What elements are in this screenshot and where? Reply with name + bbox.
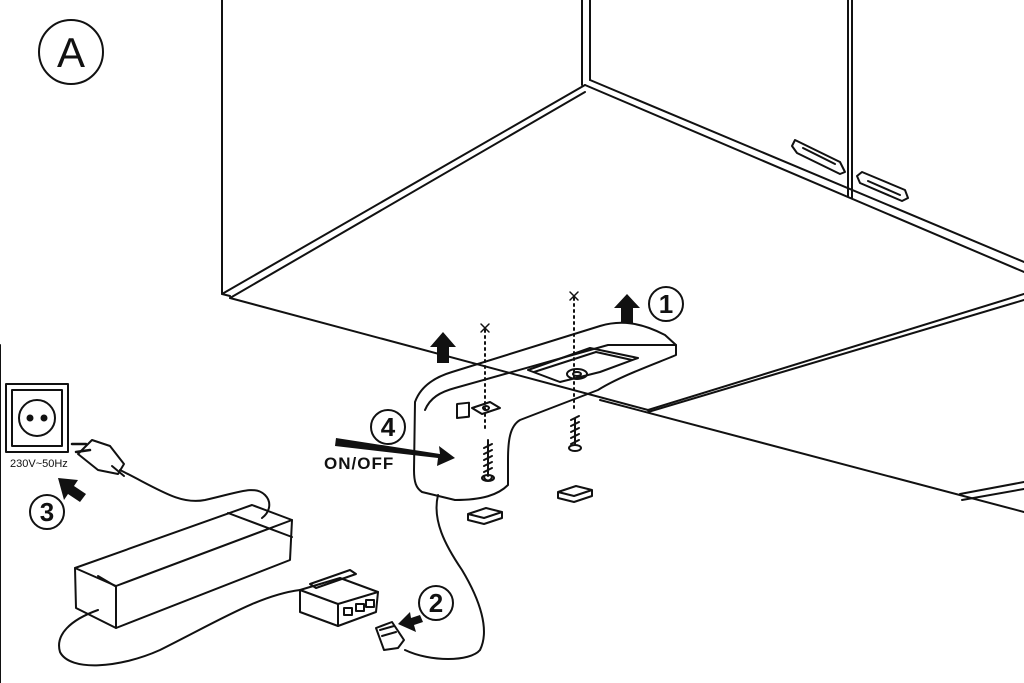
panel-letter: A bbox=[57, 29, 85, 76]
step-4-number: 4 bbox=[381, 412, 396, 442]
connector-plug bbox=[375, 621, 405, 651]
fixture-cable bbox=[404, 494, 485, 660]
step-3-number: 3 bbox=[40, 497, 54, 527]
step-2-circle bbox=[418, 585, 454, 621]
step-1-circle bbox=[648, 286, 684, 322]
mains-cable bbox=[119, 469, 271, 519]
wall-plugs bbox=[467, 485, 593, 525]
mounting-screws bbox=[480, 291, 582, 482]
plug-icon bbox=[70, 439, 125, 477]
step-1-number: 1 bbox=[659, 289, 673, 319]
output-cable bbox=[58, 589, 301, 667]
outlet-voltage-label: 230V~50Hz bbox=[10, 458, 68, 470]
arrow-up-icon bbox=[614, 294, 640, 323]
on-off-label: ON/OFF bbox=[324, 454, 394, 473]
distributor-block bbox=[299, 569, 379, 627]
power-supply-unit bbox=[74, 504, 293, 629]
screw-icon bbox=[570, 415, 580, 445]
step-4-circle bbox=[370, 409, 406, 445]
arrow-icon bbox=[58, 478, 86, 502]
arrow-up-icon bbox=[430, 332, 456, 363]
wall-cabinet bbox=[221, 0, 1024, 413]
on-off-switch bbox=[456, 401, 470, 419]
power-outlet-icon bbox=[5, 383, 69, 453]
step-3-circle bbox=[29, 494, 65, 530]
door-handle-right bbox=[856, 171, 909, 202]
arrow-icon bbox=[398, 612, 423, 632]
arrow-icon bbox=[335, 438, 455, 466]
panel-letter-circle bbox=[38, 19, 104, 85]
door-handle-left bbox=[791, 139, 846, 175]
step-2-number: 2 bbox=[429, 588, 443, 618]
led-light-fixture bbox=[413, 321, 677, 501]
countertop bbox=[599, 399, 1024, 513]
